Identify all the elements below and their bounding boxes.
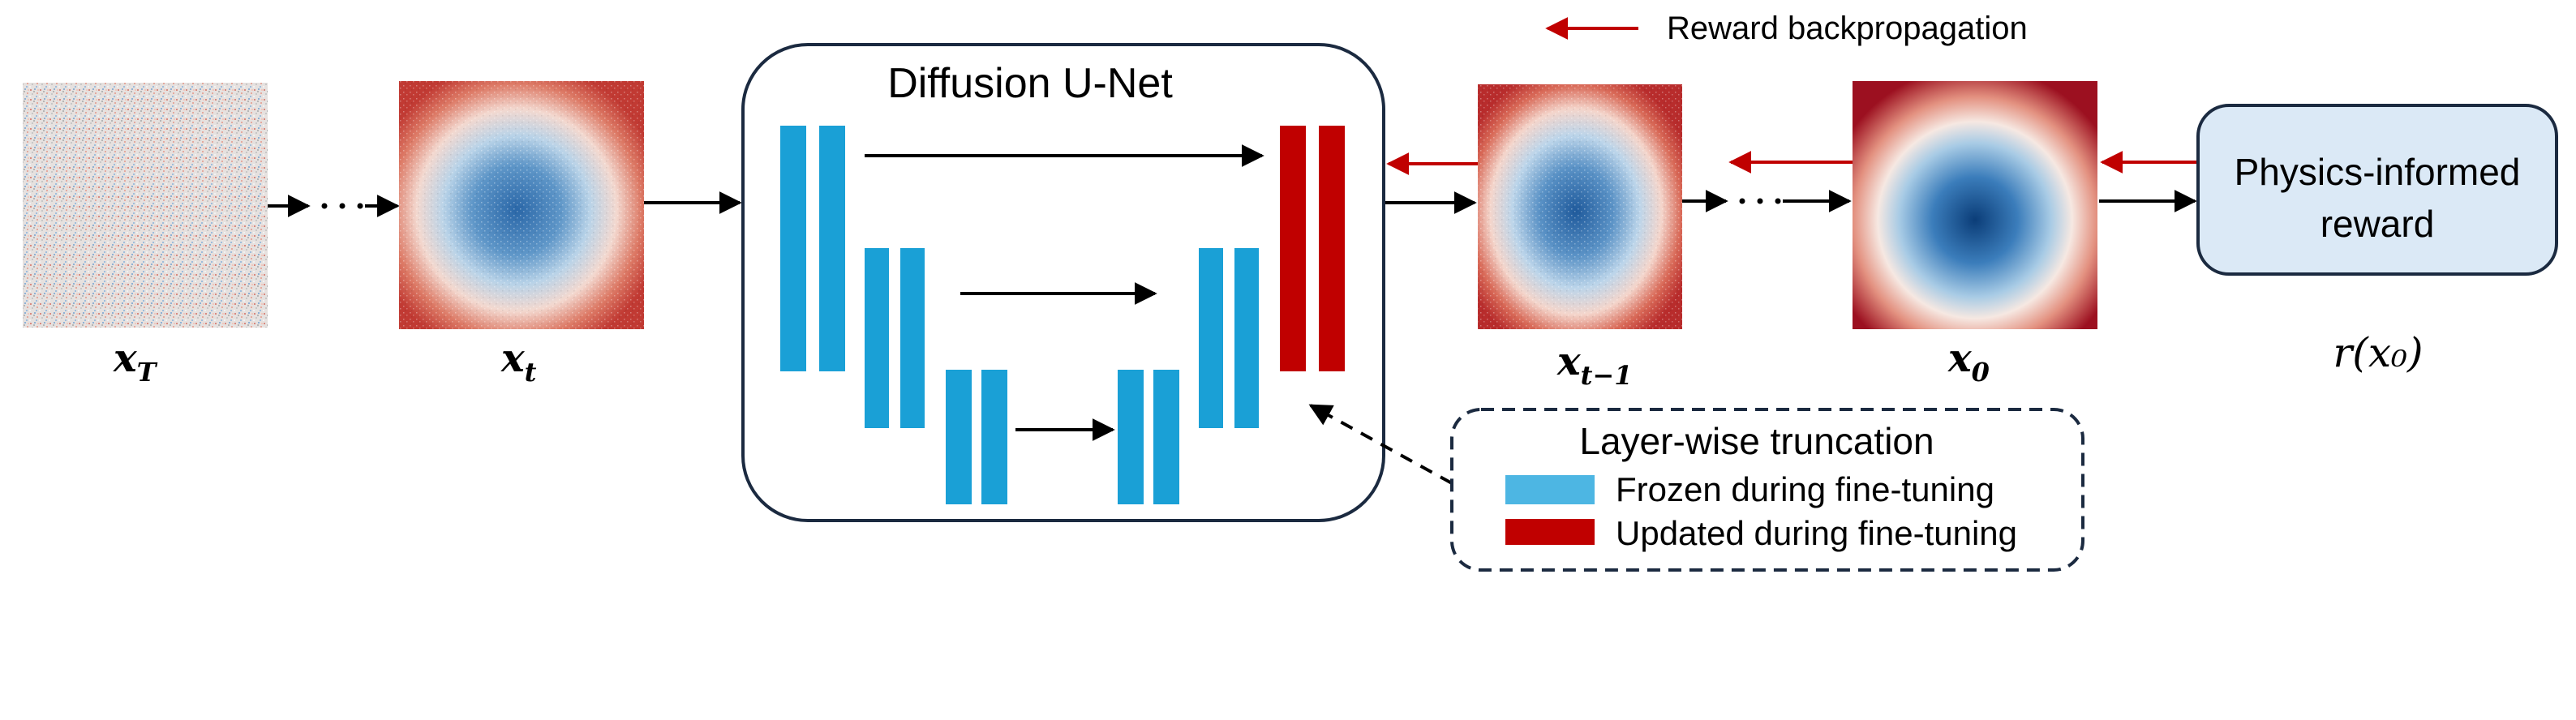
- unet-layer-updated: [1319, 126, 1345, 371]
- unet-layer-frozen: [1118, 370, 1144, 504]
- legend-label-updated: Updated during fine-tuning: [1616, 514, 2017, 552]
- reward-box-line1: Physics-informed: [2235, 151, 2521, 193]
- truncation-legend: Layer-wise truncation Frozen during fine…: [1450, 408, 2084, 572]
- unet-layer-frozen: [1153, 370, 1179, 504]
- reward-box-line2: reward: [2321, 203, 2435, 245]
- truncation-pointer-arrow: [1308, 404, 1453, 485]
- label-xt: xt: [500, 336, 537, 388]
- truncation-title: Layer-wise truncation: [1579, 420, 1934, 462]
- legend-swatch-updated: [1505, 519, 1595, 545]
- legend-swatch-frozen: [1505, 475, 1595, 504]
- arrow-xt1-to-x0: [1682, 190, 1852, 212]
- unet-box: Diffusion U-Net: [741, 43, 1385, 522]
- legend-label-frozen: Frozen during fine-tuning: [1616, 470, 1994, 508]
- reward-legend: Reward backpropagation: [1545, 11, 2028, 46]
- image-x0: [1853, 81, 2097, 329]
- unet-layer-frozen: [819, 126, 845, 371]
- unet-layer-frozen: [981, 370, 1007, 504]
- reward-box: Physics-informed reward: [2196, 104, 2558, 276]
- image-xt: [399, 81, 644, 329]
- unet-layer-frozen: [900, 248, 925, 428]
- reward-legend-label: Reward backpropagation: [1667, 11, 2028, 46]
- unet-layer-updated: [1280, 126, 1306, 371]
- unet-layer-frozen: [1199, 248, 1223, 428]
- unet-layer-frozen: [1234, 248, 1259, 428]
- label-x0: x0: [1947, 336, 1990, 388]
- unet-layer-frozen: [946, 370, 972, 504]
- label-xT: xT: [113, 336, 158, 388]
- unet-layer-frozen: [865, 248, 889, 428]
- label-reward-function: r(x₀): [2333, 329, 2423, 376]
- unet-layer-frozen: [780, 126, 806, 371]
- image-xT: [23, 83, 268, 328]
- unet-title: Diffusion U-Net: [887, 60, 1173, 107]
- label-xt-1: xt−1: [1556, 339, 1632, 391]
- arrow-xT-to-xt: [268, 195, 400, 217]
- image-xt-1: [1478, 84, 1682, 329]
